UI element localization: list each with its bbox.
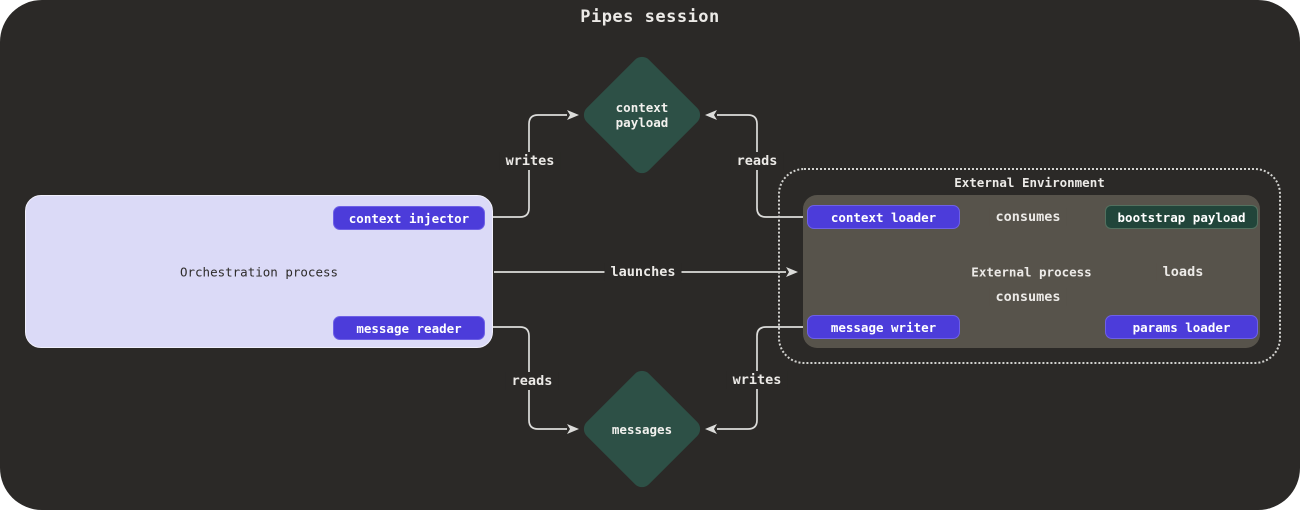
diagram-title: Pipes session	[580, 7, 720, 27]
context-payload-label: context payload	[615, 100, 669, 130]
orchestration-process-label: Orchestration process	[179, 264, 339, 279]
node-messages: messages	[579, 366, 705, 492]
edge-label-reads-top: reads	[730, 152, 784, 170]
edge-writes-bottom-arrowhead-icon	[705, 424, 717, 434]
node-bootstrap-payload: bootstrap payload	[1105, 205, 1258, 229]
edge-label-writes-top: writes	[499, 152, 561, 170]
node-message-reader: message reader	[333, 316, 485, 340]
node-context-loader: context loader	[807, 205, 960, 229]
edge-label-reads-bottom: reads	[505, 372, 559, 390]
node-context-payload: context payload	[579, 52, 705, 178]
edge-label-consumes-top: consumes	[989, 208, 1067, 226]
node-context-injector: context injector	[333, 206, 485, 230]
edge-label-launches: launches	[604, 263, 682, 281]
edge-reads-top-arrowhead-icon	[705, 110, 717, 120]
external-process-label: External process	[971, 264, 1092, 279]
edge-launches-arrowhead-icon	[786, 267, 798, 277]
edge-label-loads: loads	[1156, 263, 1210, 281]
edge-writes-top-arrowhead-icon	[567, 110, 579, 120]
external-environment-label: External Environment	[954, 175, 1105, 190]
node-message-writer: message writer	[807, 315, 960, 339]
container-external-environment: External Environment	[778, 168, 1281, 364]
edge-label-writes-bottom: writes	[726, 371, 788, 389]
messages-label: messages	[611, 421, 673, 437]
node-orchestration-process: Orchestration process context injector m…	[25, 195, 493, 348]
edge-label-consumes-bottom: consumes	[989, 288, 1067, 306]
node-params-loader: params loader	[1105, 315, 1258, 339]
edge-reads-bottom-arrowhead-icon	[567, 424, 579, 434]
